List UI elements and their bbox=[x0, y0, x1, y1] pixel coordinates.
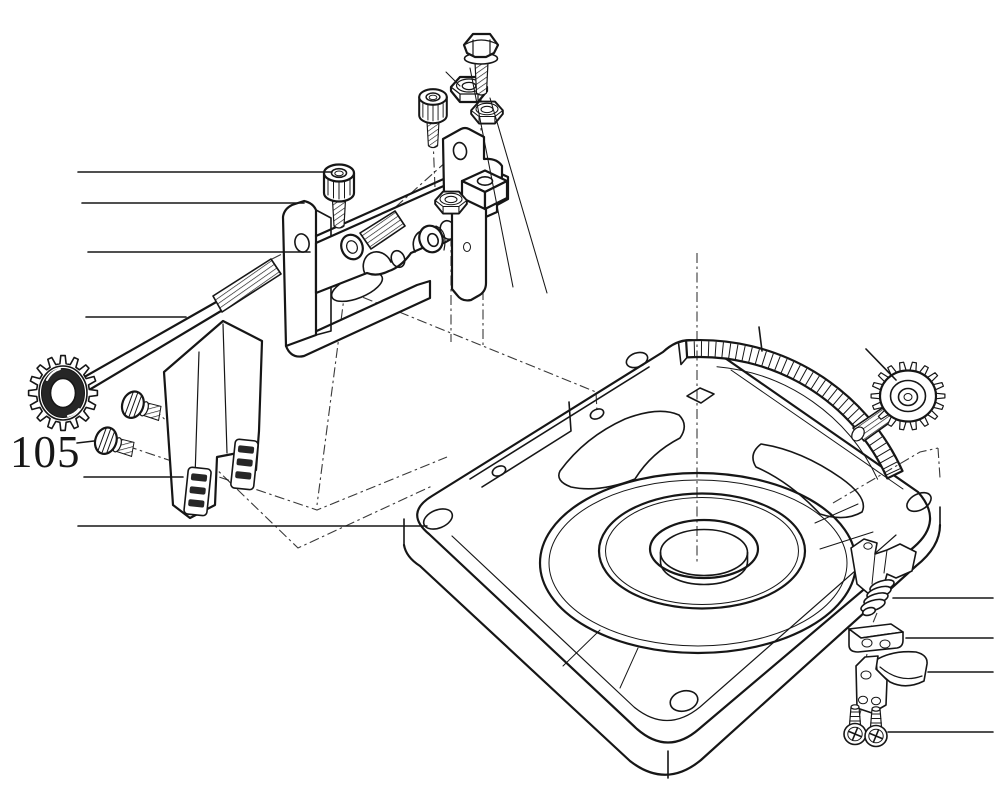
threaded-rod bbox=[70, 258, 282, 398]
part-number-label: 105 bbox=[10, 427, 81, 477]
rod-axis bbox=[271, 241, 307, 260]
corner-hole-top bbox=[625, 351, 649, 369]
cap-screw-1 bbox=[322, 163, 356, 230]
flange-hole-2 bbox=[491, 465, 507, 477]
web-opening-upper bbox=[558, 410, 686, 490]
boss-platform bbox=[597, 492, 807, 610]
boss-skirt-inner bbox=[548, 479, 848, 647]
knurl-screw-1 bbox=[117, 387, 167, 429]
hex-bolt bbox=[462, 32, 500, 96]
clamp-block bbox=[848, 623, 904, 653]
cover-clip-2 bbox=[230, 438, 259, 491]
bracket-post bbox=[281, 199, 318, 348]
boss-platform-inner bbox=[605, 497, 799, 605]
knob-center bbox=[903, 393, 913, 401]
strap-hole-small bbox=[463, 242, 471, 252]
rod-knob bbox=[27, 354, 99, 432]
guide-bracket-assembly bbox=[281, 32, 510, 358]
corner-hole-bottom bbox=[669, 689, 699, 713]
graduated-scale-arc bbox=[677, 338, 904, 480]
detent-spring-screw bbox=[860, 579, 895, 617]
pan-screw-1 bbox=[843, 703, 867, 746]
center-bore-outer bbox=[648, 518, 760, 580]
hex-nut-3 bbox=[434, 190, 468, 215]
leader-adjust-knob bbox=[865, 348, 897, 381]
scale-band bbox=[685, 338, 904, 480]
rear-edge-line bbox=[730, 369, 904, 490]
rib-lines bbox=[562, 503, 874, 689]
latch-wing bbox=[875, 650, 928, 687]
label-tie-line bbox=[76, 440, 95, 444]
assembly-chain-2 bbox=[316, 289, 346, 506]
clamp-screw-head bbox=[340, 233, 364, 261]
strap-hole bbox=[452, 141, 468, 161]
knob-face bbox=[878, 369, 938, 423]
center-bore-depth bbox=[659, 551, 749, 586]
shaft-tip bbox=[851, 426, 865, 442]
saddle-hole bbox=[390, 249, 406, 269]
fine-adjust-knob bbox=[851, 361, 946, 442]
leader-lines bbox=[76, 67, 994, 733]
base-plate-chamfer bbox=[451, 534, 897, 721]
rod-thread bbox=[212, 258, 282, 313]
knob-ring bbox=[889, 379, 927, 413]
knob-hub bbox=[897, 387, 919, 407]
web-opening-right bbox=[752, 443, 865, 519]
hidden-edge-right bbox=[832, 447, 941, 504]
knurl-screw-2 bbox=[90, 423, 140, 465]
corner-hole-right bbox=[906, 491, 932, 513]
base-plate bbox=[402, 339, 942, 779]
base-plate-corner-edges bbox=[403, 506, 941, 779]
scale-band-thickness bbox=[716, 366, 879, 480]
base-plate-side-wall bbox=[402, 523, 942, 776]
corner-hole-left bbox=[422, 508, 454, 530]
latch-lever bbox=[855, 650, 928, 714]
cover-clip-1 bbox=[183, 466, 212, 517]
scale-end-cap bbox=[677, 339, 688, 366]
leader-scale-arc bbox=[758, 326, 763, 352]
leader-hex-nut bbox=[445, 71, 461, 87]
flange-hole-1 bbox=[589, 408, 605, 420]
pivot-bushing-hole bbox=[427, 232, 439, 248]
square-nut bbox=[460, 169, 509, 211]
pan-screw-2 bbox=[864, 705, 888, 748]
hex-nut-2 bbox=[470, 100, 504, 125]
boss-notch bbox=[686, 387, 715, 404]
projection-line-1 bbox=[469, 67, 514, 288]
front-flange-lines bbox=[469, 366, 650, 488]
projection-line-2 bbox=[489, 97, 548, 294]
